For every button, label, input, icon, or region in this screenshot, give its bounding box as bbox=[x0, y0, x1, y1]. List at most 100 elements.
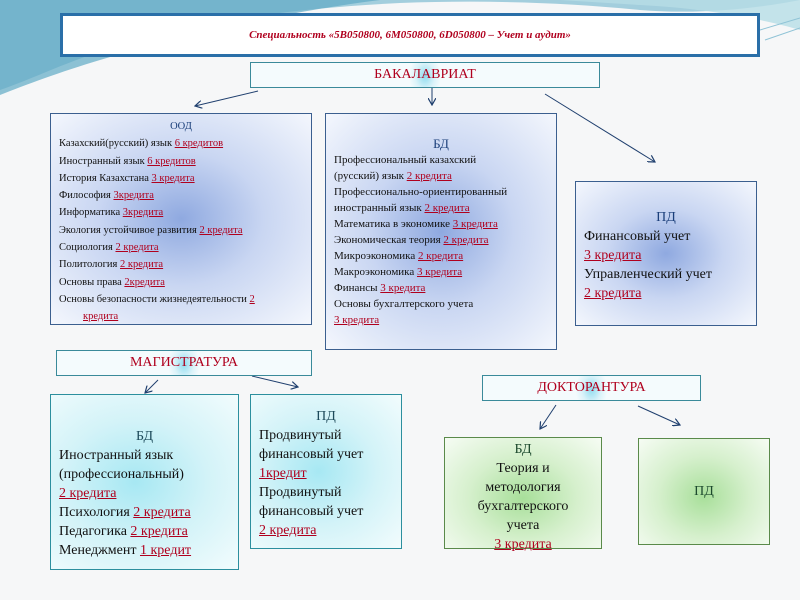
doctorate-bd-item: 3 кредита bbox=[449, 535, 597, 554]
course-name: бухгалтерского bbox=[477, 499, 569, 514]
credits-value: 2 кредита bbox=[59, 486, 117, 501]
course-name: финансовый учет bbox=[259, 504, 364, 519]
doctorate-bd-box: БД Теория и методология бухгалтерского учет… bbox=[444, 437, 602, 552]
course-name: учета bbox=[506, 518, 540, 533]
doctorate-bd-list: Теория и методология бухгалтерского учета 3 … bbox=[449, 459, 597, 554]
course-name: иностранный язык bbox=[334, 202, 425, 214]
ood-heading: ООД bbox=[170, 121, 192, 132]
master-pd-heading: ПД bbox=[316, 409, 336, 424]
bachelor-pd-item: 2 кредита bbox=[584, 284, 748, 303]
course-name: Основы безопасности жизнедеятельности bbox=[59, 293, 250, 305]
bachelor-bd-item: Финансы 3 кредита bbox=[334, 280, 548, 296]
ood-item: Основы права 2кредита bbox=[59, 274, 303, 291]
course-name: Финансовый учет bbox=[584, 229, 691, 244]
ood-item: Иностранный язык 6 кредитов bbox=[59, 153, 303, 170]
course-name: Теория и bbox=[496, 461, 550, 476]
course-name: Иностранный язык bbox=[59, 155, 148, 167]
bachelor-bd-box: БД Профессиональный казахский (русский) я… bbox=[325, 113, 557, 350]
bachelor-bd-item: (русский) язык 2 кредита bbox=[334, 168, 548, 184]
bachelor-pd-item: 3 кредита bbox=[584, 246, 748, 265]
master-bd-box: БД Иностранный язык (профессиональный) 2 к… bbox=[50, 394, 239, 570]
bachelor-bd-item: Микроэкономика 2 кредита bbox=[334, 248, 548, 264]
arrow-bachelor-to-ood bbox=[195, 90, 259, 106]
credits-value: 3 кредита bbox=[494, 537, 552, 552]
master-bd-item: Педагогика 2 кредита bbox=[59, 522, 230, 541]
credits-value: 2 кредита bbox=[424, 202, 470, 214]
credits-value: 2 кредита bbox=[584, 286, 642, 301]
credits-value: 3 кредита bbox=[452, 218, 498, 230]
bachelor-bd-item: Экономическая теория 2 кредита bbox=[334, 232, 548, 248]
course-name: (профессиональный) bbox=[59, 467, 184, 482]
course-name: Политология bbox=[59, 259, 120, 271]
course-name: Профессиональный казахский bbox=[334, 154, 477, 166]
course-name: Макроэкономика bbox=[334, 266, 417, 278]
bachelor-pd-heading: ПД bbox=[656, 210, 676, 225]
ood-item: Казахский(русский) язык 6 кредитов bbox=[59, 135, 303, 152]
level-bachelor: БАКАЛАВРИАТ bbox=[250, 62, 600, 88]
master-pd-item: Продвинутый bbox=[259, 426, 393, 445]
course-name: Продвинутый bbox=[259, 428, 342, 443]
credits-value: 3 кредита bbox=[584, 248, 642, 263]
master-bd-item: Психология 2 кредита bbox=[59, 503, 230, 522]
course-name: финансовый учет bbox=[259, 447, 364, 462]
credits-value: 3 кредита bbox=[151, 172, 195, 184]
credits-value: 2 bbox=[249, 293, 255, 305]
doctorate-bd-heading: БД bbox=[514, 442, 532, 457]
credits-value: 3 кредита bbox=[380, 282, 426, 294]
master-bd-heading: БД bbox=[135, 429, 154, 444]
bachelor-bd-heading: БД bbox=[433, 136, 449, 151]
credits-value: 1 кредит bbox=[139, 543, 192, 558]
master-pd-item: финансовый учет bbox=[259, 445, 393, 464]
title-banner: Специальность «5В050800, 6М050800, 6D050… bbox=[60, 13, 760, 57]
course-name: методология bbox=[485, 480, 561, 495]
master-pd-item: 2 кредита bbox=[259, 521, 393, 540]
master-pd-item: 1кредит bbox=[259, 464, 393, 483]
master-bd-item: 2 кредита bbox=[59, 484, 230, 503]
arrow-master-to-bd bbox=[145, 379, 159, 393]
title-text: Специальность «5В050800, 6М050800, 6D050… bbox=[249, 29, 571, 41]
level-doctorate: ДОКТОРАНТУРА bbox=[482, 375, 701, 401]
level-master: МАГИСТРАТУРА bbox=[56, 350, 312, 376]
course-name: Экономическая теория bbox=[334, 234, 444, 246]
course-name: Микроэкономика bbox=[334, 250, 418, 262]
credits-value: 6 кредитов bbox=[147, 155, 196, 167]
credits-value: 2 кредита bbox=[443, 234, 489, 246]
ood-item: Экология устойчивое развития 2 кредита bbox=[59, 222, 303, 239]
course-name: Управленческий учет bbox=[584, 267, 712, 282]
course-name: Основы бухгалтерского учета bbox=[334, 298, 474, 310]
master-pd-item: Продвинутый bbox=[259, 483, 393, 502]
bachelor-bd-item: Профессиональный казахский bbox=[334, 152, 548, 168]
master-bd-item: Иностранный язык bbox=[59, 446, 230, 465]
credits-value: 2 кредита bbox=[199, 224, 243, 236]
credits-value: 2 кредита bbox=[133, 505, 191, 520]
ood-item: История Казахстана 3 кредита bbox=[59, 170, 303, 187]
doctorate-bd-item: бухгалтерского bbox=[449, 497, 597, 516]
bachelor-bd-item: иностранный язык 2 кредита bbox=[334, 200, 548, 216]
bachelor-pd-item: Финансовый учет bbox=[584, 227, 748, 246]
level-bachelor-label: БАКАЛАВРИАТ bbox=[374, 67, 476, 82]
course-name: Психология bbox=[59, 505, 134, 520]
bachelor-pd-item: Управленческий учет bbox=[584, 265, 748, 284]
course-name: Экология устойчивое развития bbox=[59, 224, 200, 236]
course-name: Продвинутый bbox=[259, 485, 342, 500]
course-name: Философия bbox=[59, 190, 114, 202]
credits-value: 3 кредита bbox=[416, 266, 463, 278]
arrow-bachelor-to-pd bbox=[544, 93, 655, 162]
credits-value: 2 кредита bbox=[115, 242, 159, 254]
arrow-master-to-pd bbox=[251, 375, 298, 387]
course-name: Социология bbox=[59, 242, 116, 254]
course-name: Математика в экономике bbox=[334, 218, 453, 230]
master-bd-item: (профессиональный) bbox=[59, 465, 230, 484]
credits-value: 2 кредита bbox=[418, 250, 464, 262]
course-name: Профессионально-ориентированный bbox=[334, 186, 508, 198]
ood-item: Информатика 3кредита bbox=[59, 204, 303, 221]
bachelor-bd-list: Профессиональный казахский (русский) язык… bbox=[334, 152, 548, 328]
bachelor-bd-item: Макроэкономика 3 кредита bbox=[334, 264, 548, 280]
course-name: Иностранный язык bbox=[59, 448, 174, 463]
